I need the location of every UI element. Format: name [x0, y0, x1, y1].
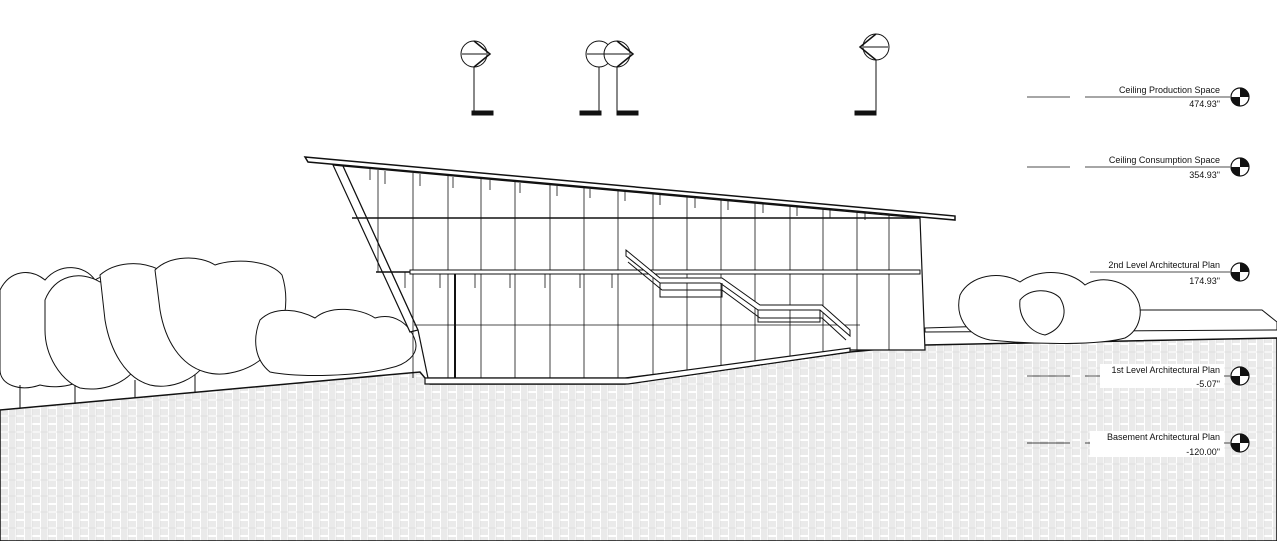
level-markers: Ceiling Production Space 474.93" Ceiling…: [1027, 85, 1250, 457]
level-marker-basement: Basement Architectural Plan -120.00": [1027, 431, 1250, 457]
trees-left: [0, 257, 417, 408]
level-elevation: 174.93": [1189, 276, 1220, 286]
level-head-icon: [1230, 262, 1250, 282]
level-name: 2nd Level Architectural Plan: [1108, 260, 1220, 270]
level-name: 1st Level Architectural Plan: [1111, 365, 1220, 375]
level-head-icon: [1230, 366, 1250, 386]
level-marker-2nd-level: 2nd Level Architectural Plan 174.93": [1090, 260, 1250, 286]
roof-slab: [303, 156, 956, 221]
trees-right: [958, 272, 1141, 345]
level-head-icon: [1230, 157, 1250, 177]
level-name: Ceiling Production Space: [1119, 85, 1220, 95]
level-head-icon: [1230, 433, 1250, 453]
level-marker-ceiling-production: Ceiling Production Space 474.93": [1027, 85, 1250, 109]
section-markers: [460, 33, 890, 116]
level-marker-1st-level: 1st Level Architectural Plan -5.07": [1027, 364, 1250, 389]
level-elevation: -120.00": [1186, 447, 1220, 457]
level-elevation: 354.93": [1189, 170, 1220, 180]
section-marker-icon: [579, 40, 639, 116]
level-marker-ceiling-consumption: Ceiling Consumption Space 354.93": [1027, 155, 1250, 180]
stair: [625, 248, 851, 341]
level-name: Basement Architectural Plan: [1107, 432, 1220, 442]
level-elevation: 474.93": [1189, 99, 1220, 109]
level-name: Ceiling Consumption Space: [1109, 155, 1220, 165]
building: [303, 156, 956, 385]
section-marker-icon: [854, 33, 890, 116]
level-head-icon: [1230, 87, 1250, 107]
level-elevation: -5.07": [1196, 379, 1220, 389]
section-marker-icon: [460, 40, 494, 116]
